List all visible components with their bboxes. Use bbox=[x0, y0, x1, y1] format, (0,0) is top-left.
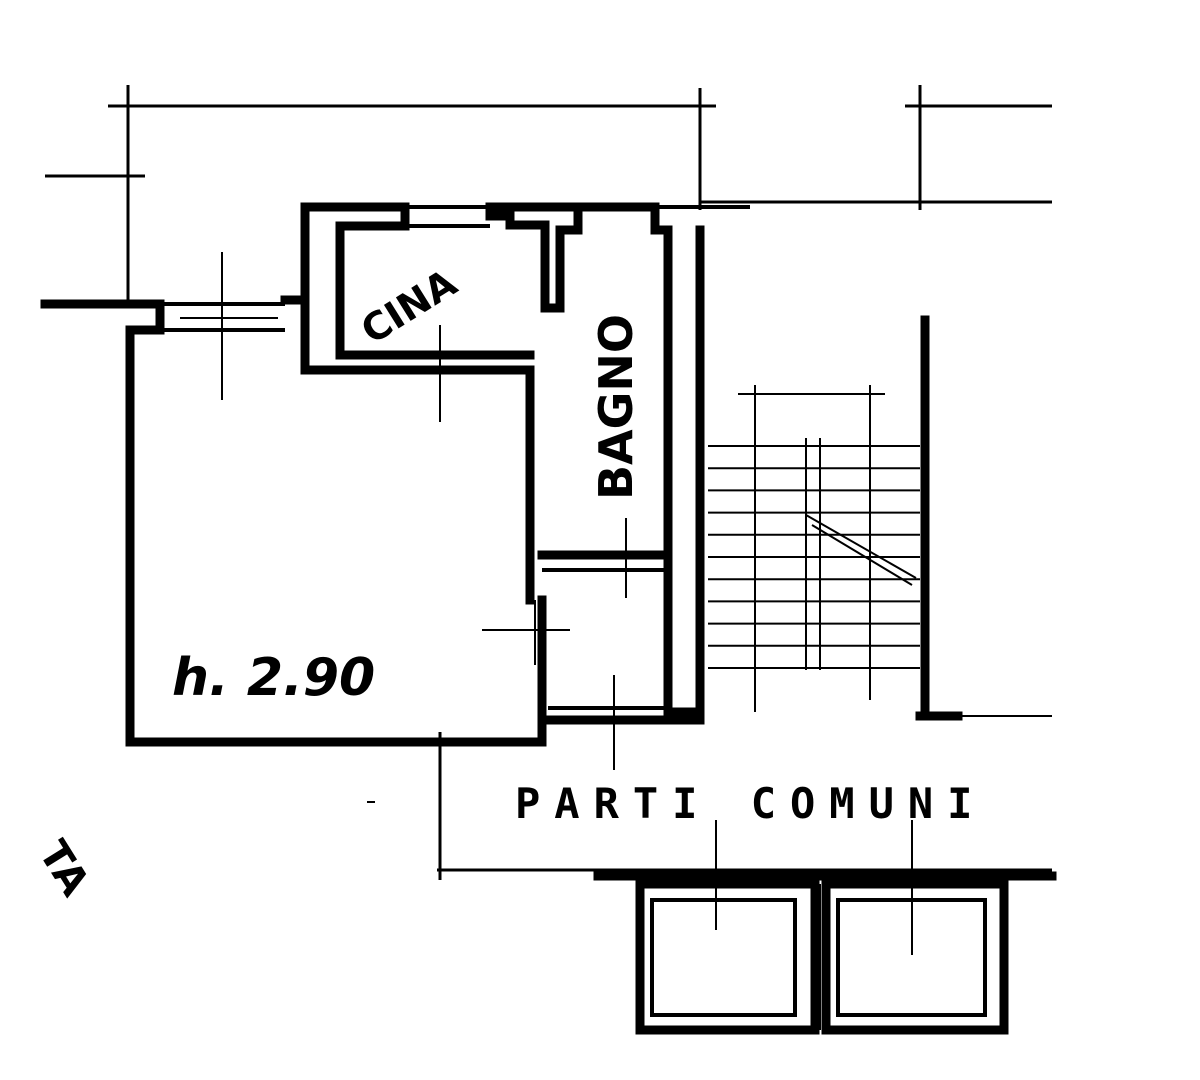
kitchen-label: CINA bbox=[353, 260, 464, 352]
ceiling-height-label: h. 2.90 bbox=[172, 648, 375, 708]
kitchen-walls bbox=[300, 202, 583, 422]
living-room-walls bbox=[40, 252, 547, 747]
bathroom-label: BAGNO bbox=[589, 314, 643, 500]
storage-units bbox=[593, 820, 1057, 1035]
common-areas-label: PARTI COMUNI bbox=[515, 779, 986, 828]
dimension-lines bbox=[45, 85, 1052, 300]
common-area-lines bbox=[367, 732, 1052, 880]
edge-fragment-label: TA bbox=[30, 833, 98, 904]
stair-treads bbox=[708, 445, 920, 669]
stairwell bbox=[708, 315, 1052, 721]
bathroom-walls bbox=[482, 202, 750, 770]
